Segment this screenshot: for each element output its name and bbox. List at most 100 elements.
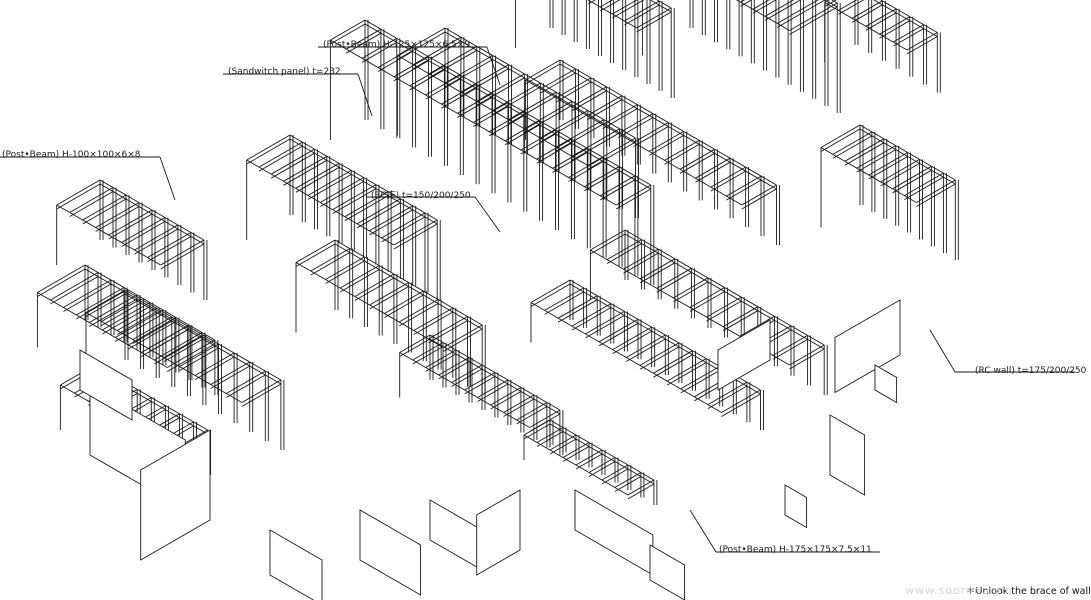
steel-beam: [602, 108, 638, 129]
steel-beam: [525, 79, 743, 206]
steel-beam: [464, 376, 496, 395]
steel-beam: [639, 342, 680, 366]
steel-beam: [626, 338, 666, 362]
steel-beam: [653, 354, 693, 378]
rc-wall-panel: [874, 364, 898, 404]
steel-beam: [892, 28, 924, 47]
steel-beam: [562, 442, 590, 458]
steel-beam: [344, 195, 389, 222]
steel-beam: [503, 398, 535, 417]
steel-beam: [859, 128, 956, 185]
steel-beam: [549, 423, 655, 485]
rc-wall-panel: [269, 529, 323, 600]
steel-beam: [473, 102, 509, 123]
steel-beam: [523, 434, 629, 496]
steel-beam: [443, 328, 483, 352]
steel-beam: [777, 0, 826, 28]
steel-beam: [354, 277, 395, 301]
steel-beam: [460, 68, 509, 97]
steel-beam: [664, 140, 700, 161]
steel-beam: [425, 74, 461, 96]
steel-beam: [124, 289, 282, 381]
steel-beam: [320, 177, 364, 203]
steel-beam: [320, 181, 364, 207]
steel-beam: [627, 479, 655, 496]
steel-beam: [332, 188, 377, 214]
steel-beam: [429, 334, 561, 411]
steel-beam: [721, 393, 761, 417]
steel-beam: [615, 184, 652, 206]
rc-wall-panel: [79, 349, 133, 421]
steel-beam: [585, 311, 625, 335]
steel-beam: [82, 198, 127, 225]
steel-beam: [820, 147, 917, 203]
steel-beam: [330, 23, 366, 45]
steel-beam: [226, 374, 266, 398]
steel-beam: [409, 69, 445, 91]
label-post-beam-100: (Post•Beam) H-100×100×6×8: [2, 150, 141, 160]
steel-beam: [666, 362, 707, 386]
steel-beam: [606, 243, 642, 264]
steel-beam: [85, 293, 126, 317]
steel-beam: [906, 32, 938, 51]
steel-beam: [600, 179, 636, 201]
steel-beam: [873, 0, 938, 37]
steel-beam: [832, 131, 873, 155]
steel-beam: [612, 330, 652, 354]
steel-beam: [530, 283, 571, 307]
steel-beam: [689, 287, 725, 308]
steel-beam: [599, 0, 614, 8]
steel-beam: [516, 406, 548, 425]
steel-beam: [904, 176, 944, 200]
steel-beam: [412, 40, 462, 70]
rc-wall-panel: [829, 414, 866, 496]
steel-beam: [540, 72, 576, 94]
steel-beam: [544, 287, 584, 311]
steel-beam: [364, 19, 652, 186]
steel-beam: [726, 179, 762, 201]
steel-beam: [614, 476, 642, 492]
steel-beam: [310, 248, 350, 272]
steel-beam: [568, 161, 604, 182]
steel-beam: [101, 302, 141, 326]
steel-beam: [194, 352, 235, 376]
steel-beam: [441, 87, 477, 109]
leader-line: [474, 196, 501, 233]
steel-frame-block: [641, 0, 841, 113]
steel-beam: [856, 145, 896, 169]
steel-beam: [121, 217, 166, 243]
label-post-beam-125: (Post•Beam) H-125×125×6.5×9: [323, 40, 471, 50]
steel-frame-linework: [36, 0, 959, 505]
steel-beam: [552, 151, 588, 173]
steel-beam: [210, 361, 250, 385]
steel-beam: [128, 317, 177, 346]
steel-frame-block: [530, 279, 764, 430]
steel-beam: [503, 394, 535, 413]
steel-beam: [516, 402, 548, 421]
steel-beam: [587, 0, 637, 29]
watermark: www.sooren.com: [905, 584, 1013, 597]
steel-beam: [451, 368, 483, 387]
steel-beam: [695, 157, 731, 179]
steel-beam: [115, 313, 164, 342]
steel-beam: [571, 90, 607, 112]
steel-beam: [99, 179, 205, 241]
steel-beam: [600, 175, 636, 197]
steel-beam: [544, 291, 584, 315]
steel-beam: [844, 138, 885, 162]
steel-beam: [562, 446, 590, 462]
steel-beam: [832, 135, 873, 159]
steel-beam: [639, 262, 676, 284]
steel-beam: [880, 163, 920, 187]
steel-beam: [590, 229, 626, 251]
steel-beam: [536, 142, 572, 164]
steel-beam: [95, 202, 140, 228]
footnote: ＊Unlook the brace of wall: [966, 586, 1091, 597]
steel-beam: [707, 381, 748, 405]
steel-beam: [587, 0, 596, 5]
steel-beam: [540, 68, 576, 90]
steel-beam: [587, 141, 636, 170]
steel-beam: [559, 63, 777, 190]
steel-beam: [568, 157, 604, 178]
